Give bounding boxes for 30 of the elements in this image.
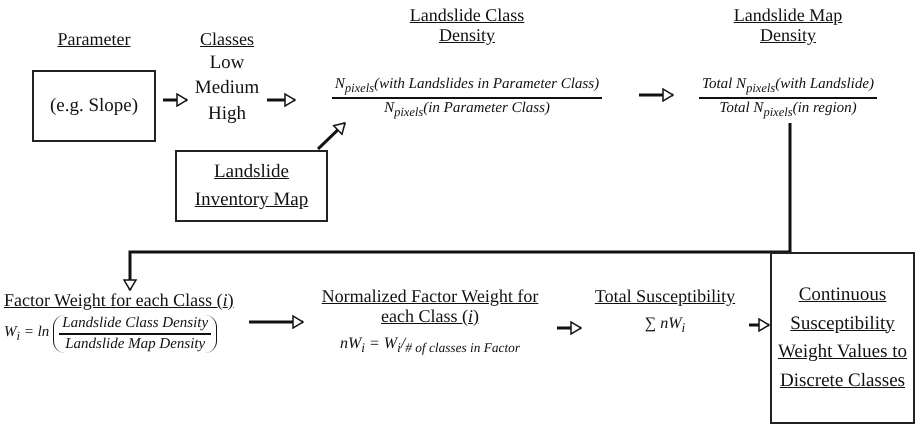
formula-numerator: Landslide Class Density bbox=[59, 314, 212, 335]
heading: Factor Weight for each Class (i) bbox=[4, 291, 234, 311]
class-list: Low Medium High bbox=[192, 50, 262, 127]
formula-numerator: N$_{pixels}$(with Landslides in Parameter Class) bbox=[332, 76, 602, 99]
arrow bbox=[749, 318, 770, 332]
formula-numerator: Total N$_{pixels}$(with Landslide) bbox=[699, 76, 877, 99]
arrow bbox=[123, 123, 792, 291]
formula: nW$_{i}$ = W$_{i}$/$_{# of classes in Factor}$ bbox=[340, 334, 520, 356]
formula-denominator: Total N$_{pixels}$(in region) bbox=[719, 98, 857, 120]
process-box bbox=[770, 252, 915, 424]
heading: Normalized Factor Weight for each Class (i) bbox=[320, 287, 540, 327]
arrow bbox=[316, 122, 346, 150]
arrow bbox=[163, 93, 188, 107]
arrow bbox=[557, 321, 582, 335]
heading: Classes bbox=[200, 30, 254, 50]
box-text: (e.g. Slope) bbox=[50, 94, 138, 118]
heading: Total Susceptibility bbox=[594, 287, 736, 307]
formula-denominator: Landslide Map Density bbox=[65, 334, 206, 353]
formula: ∑ nW$_{i}$ bbox=[644, 314, 686, 336]
arrow bbox=[639, 88, 674, 102]
arrow bbox=[267, 93, 296, 107]
heading: Parameter bbox=[58, 30, 130, 50]
box-text: Continuous Susceptibility Weight Values to Discrete Classes bbox=[778, 283, 907, 392]
process-box bbox=[175, 150, 328, 222]
formula-denominator: N$_{pixels}$(in Parameter Class) bbox=[384, 98, 550, 120]
heading: Landslide Map Density bbox=[732, 6, 844, 46]
heading: Landslide Class Density bbox=[408, 6, 526, 46]
box-text: Landslide Inventory Map bbox=[194, 160, 310, 212]
formula: W$_{i}$ = ln bbox=[4, 324, 50, 344]
arrow bbox=[249, 315, 304, 329]
